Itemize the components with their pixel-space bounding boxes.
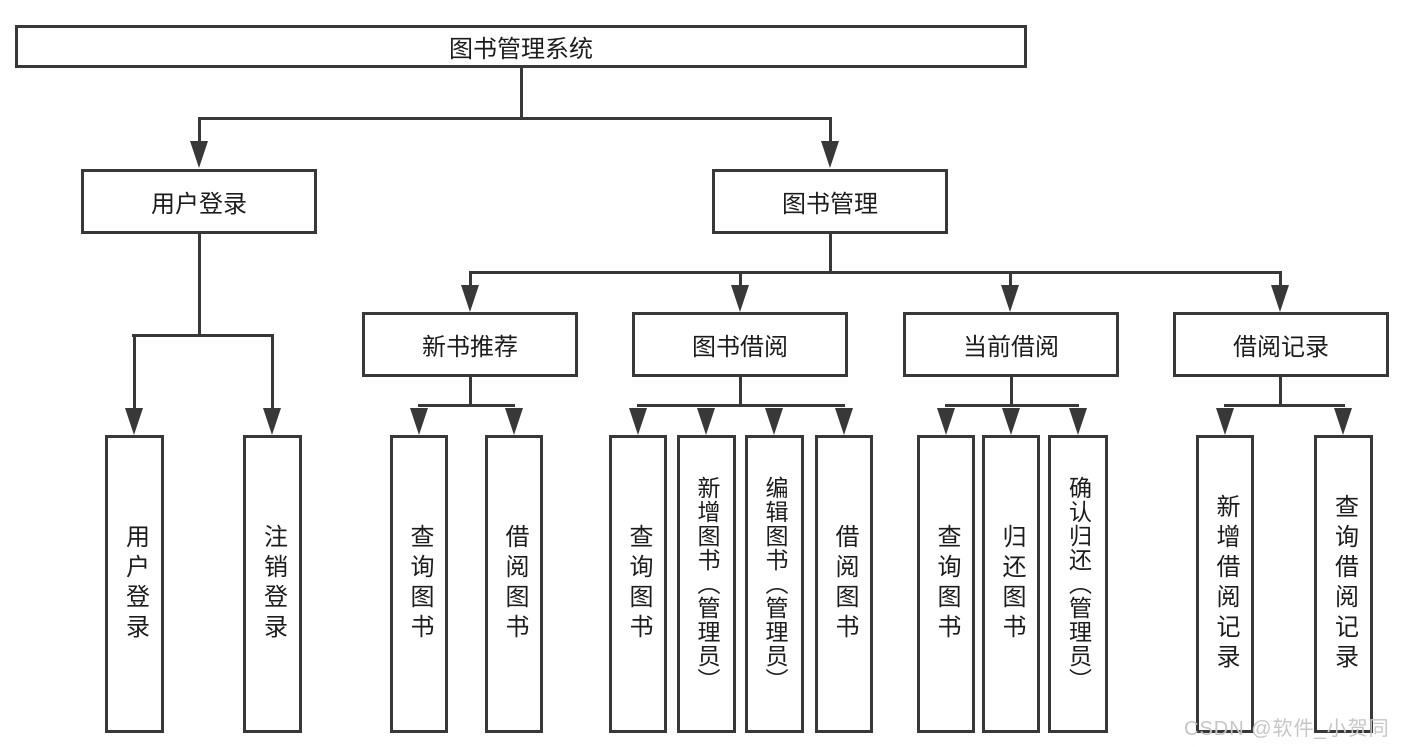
node-borrowing-records: 借阅记录 <box>1173 312 1389 377</box>
edge-line-vertical <box>520 68 523 119</box>
edge-line-horizontal <box>945 404 1079 407</box>
edge-line-horizontal <box>418 404 515 407</box>
arrow-down-icon <box>731 285 749 312</box>
arrow-down-icon <box>1001 285 1019 312</box>
node-library-management-system: 图书管理系统 <box>15 25 1027 68</box>
arrow-down-icon <box>1069 408 1087 435</box>
arrow-down-icon <box>765 408 783 435</box>
edge-line-vertical <box>1279 377 1282 407</box>
edge-line-vertical <box>1009 271 1012 289</box>
edge-line-vertical <box>198 117 201 144</box>
edge-line-horizontal <box>469 271 1281 274</box>
leaf-query-books-2: 查询图书 <box>609 435 667 733</box>
node-book-borrowing: 图书借阅 <box>632 312 848 377</box>
arrow-down-icon <box>629 408 647 435</box>
edge-line-vertical <box>829 233 832 273</box>
node-new-book-recommend: 新书推荐 <box>362 312 578 377</box>
leaf-query-borrow-record: 查询借阅记录 <box>1314 435 1373 733</box>
leaf-borrow-books-1: 借阅图书 <box>485 435 543 733</box>
arrow-down-icon <box>505 408 523 435</box>
edge-line-vertical <box>469 271 472 289</box>
leaf-add-borrow-record: 新增借阅记录 <box>1196 435 1254 733</box>
leaf-query-books-3: 查询图书 <box>917 435 975 733</box>
edge-line-horizontal <box>1224 404 1345 407</box>
edge-line-vertical <box>469 377 472 407</box>
leaf-edit-books-admin: 编辑图书（管理员） <box>745 435 804 733</box>
leaf-borrow-books-2: 借阅图书 <box>815 435 873 733</box>
leaf-add-books-admin: 新增图书（管理员） <box>677 435 736 733</box>
leaf-logout: 注销登录 <box>243 435 302 733</box>
leaf-return-books: 归还图书 <box>982 435 1040 733</box>
arrow-down-icon <box>125 408 143 435</box>
arrow-down-icon <box>1271 285 1289 312</box>
leaf-user-login: 用户登录 <box>105 435 164 733</box>
arrow-down-icon <box>937 408 955 435</box>
edge-line-vertical <box>271 334 274 412</box>
edge-line-vertical <box>739 271 742 289</box>
arrow-down-icon <box>410 408 428 435</box>
node-book-management: 图书管理 <box>712 169 948 234</box>
leaf-query-books-1: 查询图书 <box>390 435 448 733</box>
edge-line-vertical <box>829 117 832 144</box>
edge-line-vertical <box>133 334 136 412</box>
edge-line-horizontal <box>637 404 845 407</box>
arrow-down-icon <box>835 408 853 435</box>
arrow-down-icon <box>1334 408 1352 435</box>
arrow-down-icon <box>190 141 208 168</box>
edge-line-horizontal <box>132 334 274 337</box>
edge-line-vertical <box>1279 271 1282 289</box>
arrow-down-icon <box>697 408 715 435</box>
edge-line-vertical <box>1010 377 1013 407</box>
edge-line-horizontal <box>198 117 832 120</box>
arrow-down-icon <box>1002 408 1020 435</box>
edge-line-vertical <box>739 377 742 407</box>
leaf-confirm-return-admin: 确认归还（管理员） <box>1048 435 1108 733</box>
node-user-login: 用户登录 <box>81 169 317 234</box>
arrow-down-icon <box>1216 408 1234 435</box>
arrow-down-icon <box>461 285 479 312</box>
arrow-down-icon <box>263 408 281 435</box>
arrow-down-icon <box>821 141 839 168</box>
edge-line-vertical <box>198 233 201 337</box>
node-current-borrowing: 当前借阅 <box>903 312 1119 377</box>
